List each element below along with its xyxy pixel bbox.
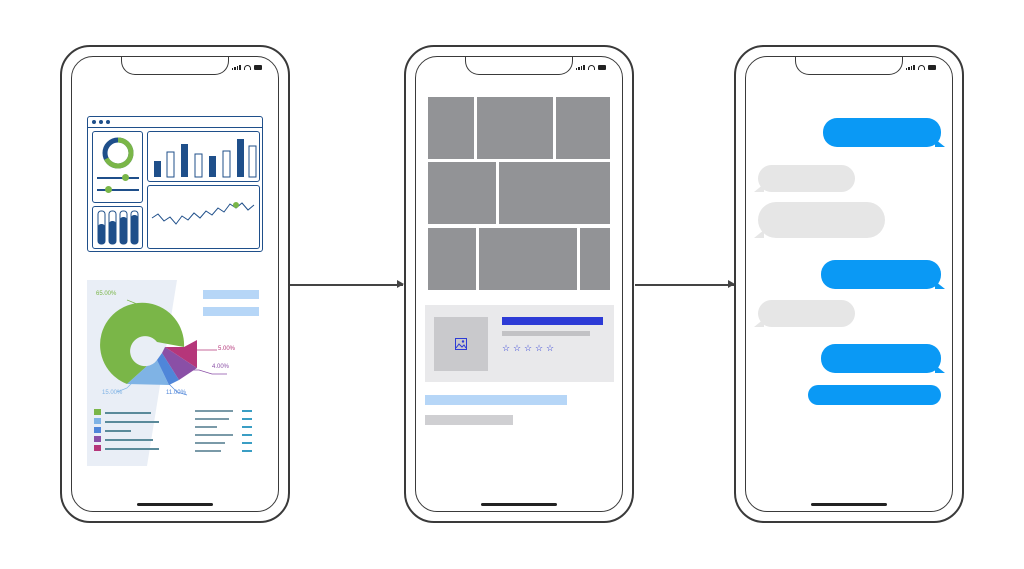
notch [465, 57, 573, 75]
slider-track[interactable] [97, 189, 139, 191]
arrow-right-icon [290, 281, 404, 287]
star-outline-icon[interactable]: ☆ [524, 343, 533, 353]
gallery-tile[interactable] [428, 228, 476, 290]
wifi-icon [918, 65, 925, 70]
image-icon [455, 338, 467, 350]
gallery-tile[interactable] [428, 162, 496, 224]
star-outline-icon[interactable]: ☆ [535, 343, 544, 353]
bar-chart [154, 139, 257, 178]
star-outline-icon[interactable]: ☆ [513, 343, 522, 353]
legend-swatch [94, 427, 101, 433]
signal-icon [905, 65, 915, 70]
notch [121, 57, 229, 75]
dashboard-window [87, 116, 263, 252]
status-bar [575, 65, 606, 70]
gallery-tile[interactable] [499, 162, 610, 224]
star-outline-icon[interactable]: ☆ [502, 343, 511, 353]
window-controls [92, 120, 110, 124]
progress-bars-widget [92, 206, 143, 249]
pie-chart [100, 299, 227, 396]
battery-icon [928, 65, 936, 70]
sent-message-bubble[interactable] [821, 344, 945, 373]
status-bar [231, 65, 262, 70]
received-message-bubble[interactable] [754, 165, 855, 192]
placeholder-bar [203, 290, 259, 299]
slider-track[interactable] [97, 177, 139, 179]
product-card[interactable]: ☆ ☆ ☆ ☆ ☆ [425, 305, 614, 382]
signal-icon [231, 65, 241, 70]
legend-line [105, 421, 159, 423]
legend-line [105, 412, 151, 414]
battery-icon [598, 65, 606, 70]
battery-icon [254, 65, 262, 70]
screen [745, 56, 953, 512]
donut-chart [102, 137, 134, 169]
slider-handle[interactable] [105, 186, 112, 193]
pie-label-light-blue: 15.00% [102, 390, 123, 396]
window-titlebar-divider [88, 127, 262, 129]
link-bar[interactable] [425, 395, 567, 405]
signal-icon [575, 65, 585, 70]
vertical-progress-bars [97, 210, 139, 245]
home-indicator[interactable] [137, 503, 213, 506]
gallery-tile[interactable] [428, 97, 474, 159]
wifi-icon [244, 65, 251, 70]
bar-chart-widget [147, 131, 260, 182]
sent-message-bubble[interactable] [823, 118, 945, 147]
product-thumbnail [434, 317, 488, 371]
legend-swatch [94, 409, 101, 415]
product-title-bar [502, 317, 603, 325]
gallery-tile[interactable] [580, 228, 610, 290]
sent-message-bubble[interactable] [808, 385, 941, 405]
data-table [195, 410, 255, 462]
line-chart-widget [147, 185, 260, 249]
product-subtitle-bar [502, 331, 590, 336]
star-outline-icon[interactable]: ☆ [546, 343, 555, 353]
received-message-bubble[interactable] [754, 300, 855, 327]
placeholder-bar [203, 307, 259, 316]
line-chart [151, 202, 255, 225]
status-bar [905, 65, 936, 70]
slider-handle[interactable] [122, 174, 129, 181]
phone-chat [734, 45, 964, 523]
wifi-icon [588, 65, 595, 70]
legend-line [105, 448, 159, 450]
screen: ☆ ☆ ☆ ☆ ☆ [415, 56, 623, 512]
home-indicator[interactable] [481, 503, 557, 506]
screen: 65.00% 5.00% 4.00% 15.00% 11.00% [71, 56, 279, 512]
notch [795, 57, 903, 75]
received-message-bubble[interactable] [754, 202, 885, 238]
gallery-tile[interactable] [556, 97, 610, 159]
pie-label-magenta: 5.00% [218, 346, 236, 352]
gallery-tile[interactable] [479, 228, 577, 290]
home-indicator[interactable] [811, 503, 887, 506]
donut-widget [92, 131, 143, 203]
legend-line [105, 439, 153, 441]
phone-product: ☆ ☆ ☆ ☆ ☆ [404, 45, 634, 523]
sent-message-bubble[interactable] [821, 260, 945, 289]
pie-label-purple: 4.00% [212, 364, 230, 370]
legend-swatch [94, 445, 101, 451]
legend-swatch [94, 418, 101, 424]
phone-dashboard: 65.00% 5.00% 4.00% 15.00% 11.00% [60, 45, 290, 523]
legend-swatch [94, 436, 101, 442]
pie-label-green: 65.00% [96, 291, 117, 297]
legend-line [105, 430, 131, 432]
text-bar [425, 415, 513, 425]
gallery-tile[interactable] [477, 97, 553, 159]
arrow-right-icon [635, 281, 735, 287]
pie-label-blue: 11.00% [166, 390, 186, 396]
